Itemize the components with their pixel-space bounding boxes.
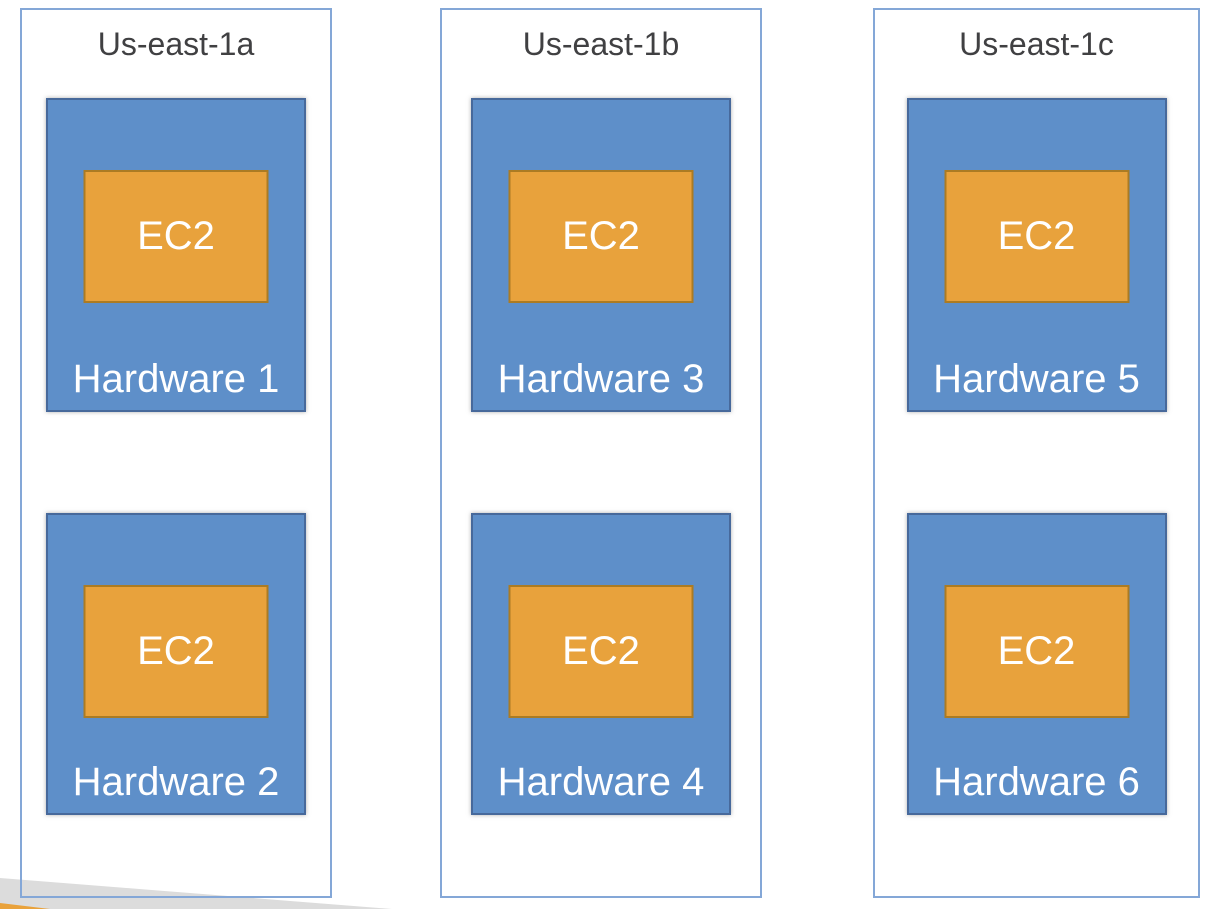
ec2-label: EC2 — [137, 629, 215, 673]
ec2-label: EC2 — [997, 629, 1076, 673]
hardware-label: Hardware 3 — [497, 357, 705, 401]
ec2-instance-box: EC2 — [508, 170, 694, 303]
hardware-box-6: EC2 Hardware 6 — [906, 513, 1167, 815]
zone-box-us-east-1c: Us-east-1c EC2 Hardware 5 EC2 Hardware 6 — [873, 8, 1200, 898]
ec2-label: EC2 — [562, 629, 640, 673]
hardware-label: Hardware 1 — [72, 357, 280, 401]
ec2-label: EC2 — [137, 214, 215, 258]
hardware-label: Hardware 5 — [933, 357, 1140, 401]
slide-corner-orange-accent — [0, 903, 50, 909]
hardware-box-1: EC2 Hardware 1 — [46, 98, 306, 412]
zone-box-us-east-1b: Us-east-1b EC2 Hardware 3 EC2 Hardware 4 — [440, 8, 762, 898]
hardware-label: Hardware 6 — [933, 760, 1140, 804]
zone-box-us-east-1a: Us-east-1a EC2 Hardware 1 EC2 Hardware 2 — [20, 8, 332, 898]
hardware-box-2: EC2 Hardware 2 — [46, 513, 306, 815]
hardware-box-4: EC2 Hardware 4 — [471, 513, 731, 815]
ec2-instance-box: EC2 — [508, 585, 694, 718]
zone-title: Us-east-1c — [959, 26, 1114, 62]
ec2-label: EC2 — [562, 214, 640, 258]
hardware-box-5: EC2 Hardware 5 — [906, 98, 1167, 412]
ec2-instance-box: EC2 — [83, 585, 269, 718]
ec2-instance-box: EC2 — [944, 585, 1129, 718]
ec2-instance-box: EC2 — [944, 170, 1129, 303]
zone-title: Us-east-1b — [522, 26, 680, 62]
hardware-label: Hardware 2 — [72, 760, 280, 804]
hardware-label: Hardware 4 — [497, 760, 705, 804]
hardware-box-3: EC2 Hardware 3 — [471, 98, 731, 412]
ec2-label: EC2 — [997, 214, 1076, 258]
ec2-instance-box: EC2 — [83, 170, 269, 303]
zone-title: Us-east-1a — [97, 26, 255, 62]
